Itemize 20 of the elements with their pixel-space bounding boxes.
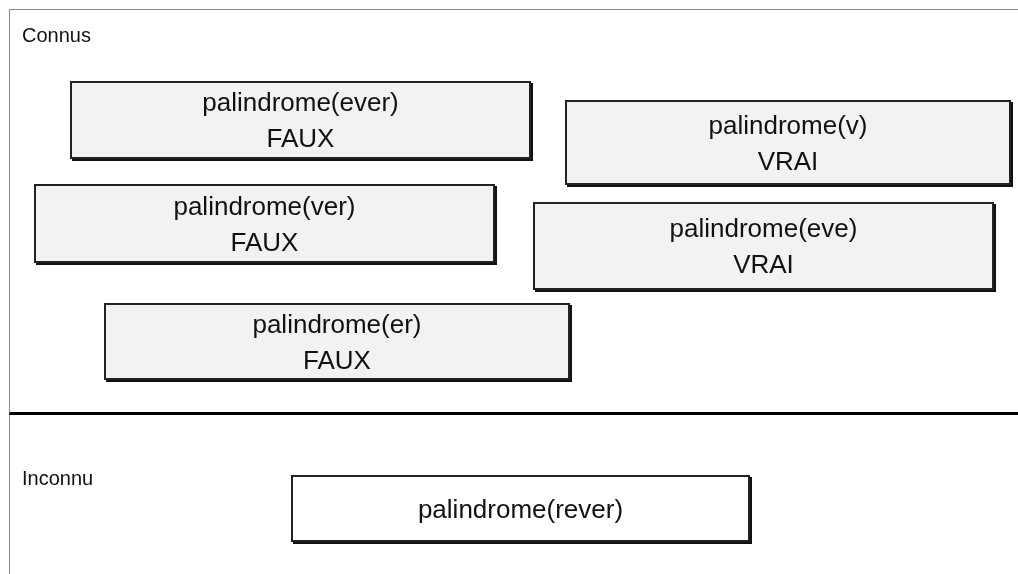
call-box (104, 303, 570, 380)
function-call: palindrome(ever) (202, 86, 399, 119)
region-panel (9, 9, 1018, 415)
call-box (70, 81, 531, 159)
result-value: FAUX (266, 122, 335, 155)
function-call: palindrome(v) (708, 108, 868, 142)
call-box (34, 184, 495, 263)
call-box (565, 100, 1011, 185)
region-heading: Connus (22, 24, 91, 47)
call-box (291, 475, 750, 542)
function-call: palindrome(ver) (173, 189, 356, 223)
function-call: palindrome(er) (252, 307, 422, 341)
function-call: palindrome(rever) (417, 492, 624, 526)
function-call: palindrome(eve) (669, 212, 858, 245)
result-value: FAUX (230, 225, 299, 259)
region-heading: Inconnu (22, 467, 94, 490)
result-value: FAUX (303, 343, 371, 377)
result-value: VRAI (757, 144, 819, 178)
call-box (533, 202, 994, 290)
result-value: VRAI (733, 248, 794, 281)
